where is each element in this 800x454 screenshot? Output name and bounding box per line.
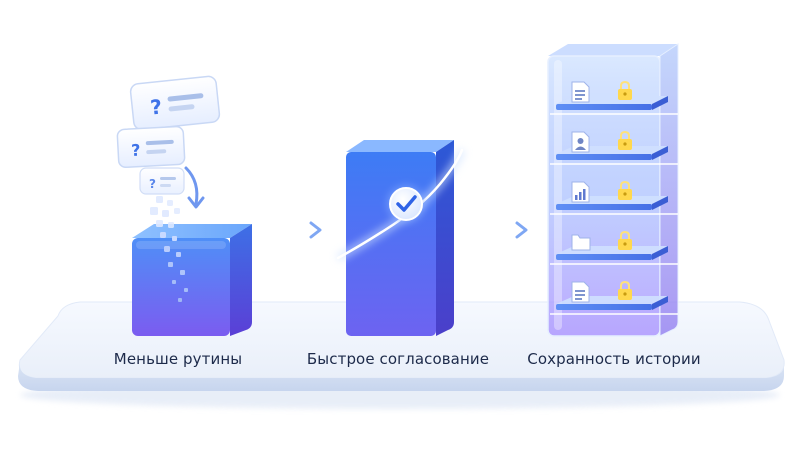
- folder-icon: [571, 234, 591, 251]
- stage-label-approval: Быстрое согласование: [306, 350, 490, 368]
- question-mark-icon: ?: [149, 94, 163, 119]
- stage-approval-illustration: [336, 140, 466, 336]
- document-icon: [571, 281, 590, 303]
- archive-row: [550, 130, 678, 165]
- check-icon: [387, 185, 425, 223]
- lock-icon: [618, 130, 632, 150]
- chart-document-icon: [571, 181, 590, 203]
- archive-row: [550, 180, 678, 215]
- user-document-icon: [571, 131, 590, 153]
- archive-row: [550, 80, 678, 115]
- stage-label-routine: Меньше рутины: [113, 350, 243, 368]
- stage-label-history: Сохранность истории: [527, 350, 701, 368]
- arrow-right-icon: [480, 221, 528, 239]
- cube: [132, 224, 252, 336]
- lock-icon: [618, 80, 632, 100]
- stage-history-illustration: [547, 43, 679, 337]
- arrow-right-icon: [276, 221, 322, 239]
- question-card-2: ?: [116, 125, 186, 169]
- archive-row: [550, 230, 678, 265]
- question-card-1: ?: [129, 75, 221, 131]
- lock-icon: [618, 180, 632, 200]
- question-mark-icon: ?: [131, 141, 141, 160]
- lock-icon: [618, 230, 632, 250]
- lock-icon: [618, 280, 632, 300]
- document-icon: [571, 81, 590, 103]
- pixel-particles: [150, 196, 188, 302]
- question-mark-icon: ?: [149, 177, 156, 191]
- question-card-3: ?: [139, 167, 185, 195]
- stage-routine-illustration: ? ? ?: [116, 75, 252, 336]
- curved-arrow-icon: [184, 166, 199, 206]
- archive-row: [550, 280, 678, 315]
